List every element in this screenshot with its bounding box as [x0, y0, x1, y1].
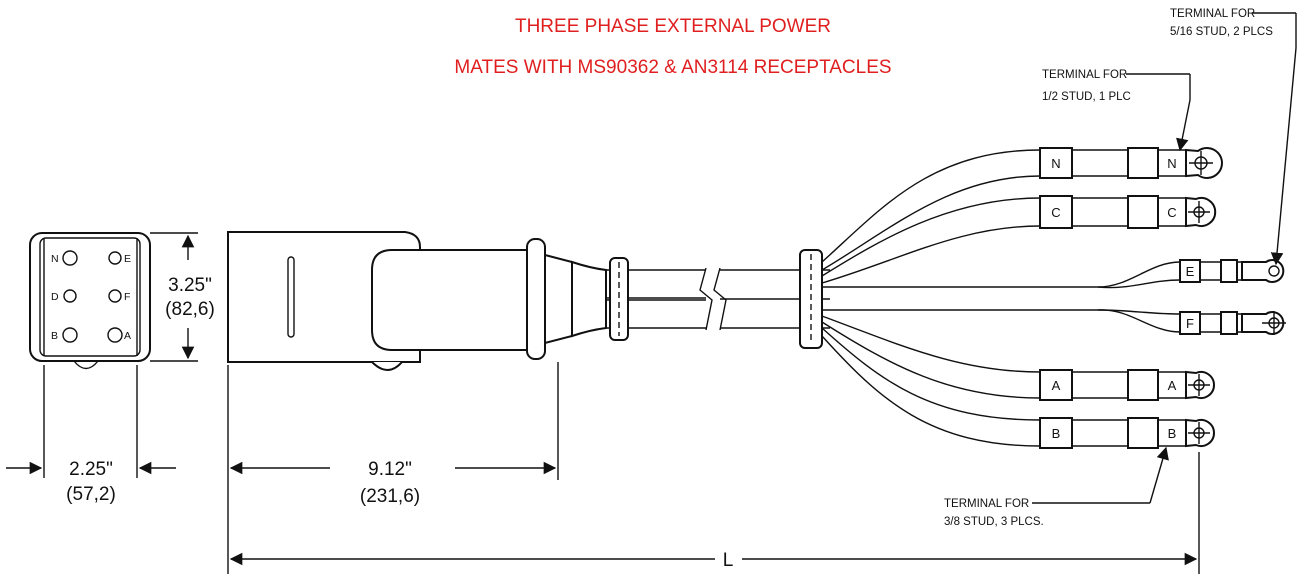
callout-3-8-line-1: TERMINAL FOR [944, 498, 1029, 510]
wire-e-assembly: E E [1179, 259, 1285, 283]
height-dimension: 3.25" (82,6) [150, 232, 215, 362]
height-inches: 3.25" [168, 275, 212, 296]
wire-f-assembly: F F [1179, 311, 1286, 335]
cable [606, 249, 830, 349]
wire-a-label: A [1052, 378, 1061, 393]
connector-end-view: N E D F B A [29, 232, 151, 370]
callout-1-2-line-2: 1/2 STUD, 1 PLC [1042, 91, 1131, 103]
title-line-1: THREE PHASE EXTERNAL POWER [515, 16, 831, 37]
width-mm: (57,2) [66, 484, 116, 505]
wire-fanout [821, 149, 1181, 447]
overall-length-label: L [723, 550, 734, 571]
callout-1-2-stud: TERMINAL FOR 1/2 STUD, 1 PLC [1042, 69, 1191, 152]
wire-f-label: F [1186, 316, 1194, 331]
wire-b-assembly: B B [1039, 417, 1215, 449]
callout-5-16-line-1: TERMINAL FOR [1170, 8, 1255, 20]
width-dimension: 2.25" (57,2) [6, 365, 176, 505]
body-length-dimension: 9.12" (231,6) [227, 362, 559, 574]
width-inches: 2.25" [69, 459, 113, 480]
wire-n-label: N [1051, 156, 1060, 171]
wire-a-assembly: A A [1039, 369, 1215, 401]
terminal-n-label: N [1167, 156, 1176, 171]
overall-length-dimension: L [229, 452, 1200, 574]
callout-1-2-line-1: TERMINAL FOR [1042, 69, 1127, 81]
wire-e-label: E [1186, 264, 1195, 279]
pin-label-a: A [124, 330, 131, 342]
callout-3-8-stud: TERMINAL FOR 3/8 STUD, 3 PLCS. [944, 446, 1169, 528]
wire-c-label: C [1051, 205, 1060, 220]
callout-3-8-line-2: 3/8 STUD, 3 PLCS. [944, 516, 1044, 528]
callout-5-16-line-2: 5/16 STUD, 2 PLCS [1170, 26, 1273, 38]
pin-label-f: F [124, 291, 130, 303]
wire-n-assembly: N N [1039, 147, 1223, 179]
height-mm: (82,6) [165, 299, 215, 320]
title-line-2: MATES WITH MS90362 & AN3114 RECEPTACLES [454, 57, 891, 78]
body-length-mm: (231,6) [360, 486, 420, 507]
pin-label-e: E [124, 253, 131, 265]
plug-body [227, 231, 607, 371]
wire-c-assembly: C C [1039, 195, 1217, 229]
pin-label-d: D [51, 291, 59, 303]
terminal-a-label: A [1168, 378, 1177, 393]
wire-b-label: B [1052, 426, 1061, 441]
terminal-c-label: C [1167, 205, 1176, 220]
terminal-b-label: B [1168, 426, 1177, 441]
callout-5-16-stud: TERMINAL FOR 5/16 STUD, 2 PLCS [1170, 8, 1297, 266]
body-length-inches: 9.12" [368, 459, 412, 480]
pin-label-b: B [51, 330, 58, 342]
pin-label-n: N [51, 253, 59, 265]
